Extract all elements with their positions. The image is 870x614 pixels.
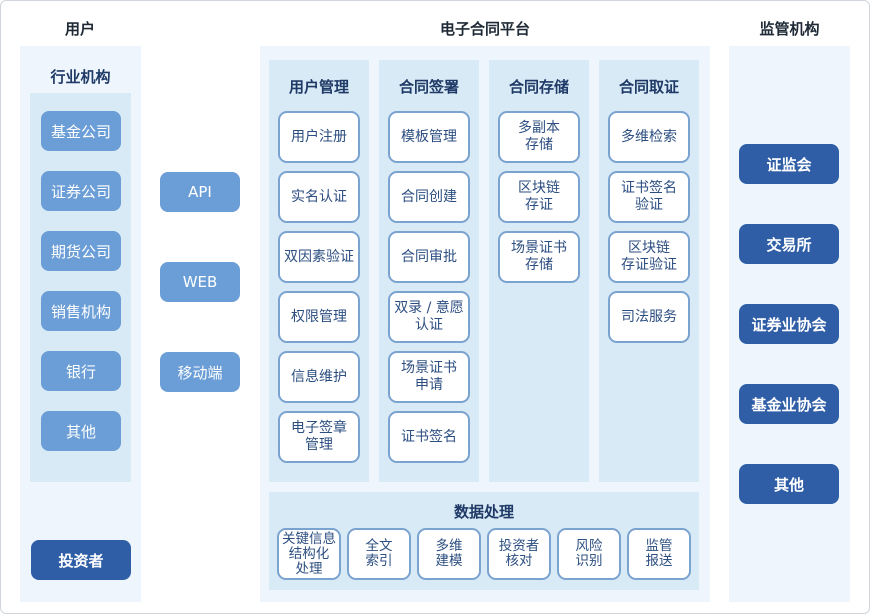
e-seal-management-card: 电子签章 管理 xyxy=(278,411,360,463)
risk-identification-card: 风险 识别 xyxy=(557,528,621,580)
key-info-structuring-card: 关键信息 结构化 处理 xyxy=(277,528,341,580)
real-name-auth-card: 实名认证 xyxy=(278,171,360,223)
institution-fund-company: 基金公司 xyxy=(41,111,121,151)
judicial-service-card: 司法服务 xyxy=(608,291,690,343)
contract-storage-title: 合同存储 xyxy=(508,78,569,96)
institution-futures-company: 期货公司 xyxy=(41,231,121,271)
investor-check-card: 投资者 核对 xyxy=(487,528,551,580)
investor-box: 投资者 xyxy=(31,540,131,580)
header-regulators: 监管机构 xyxy=(759,20,820,38)
header-platform: 电子合同平台 xyxy=(439,20,530,38)
info-maintenance-card: 信息维护 xyxy=(278,351,360,403)
industry-institutions-title: 行业机构 xyxy=(50,68,111,86)
contract-forensics-title: 合同取证 xyxy=(618,78,679,96)
scenario-cert-application-card: 场景证书 申请 xyxy=(388,351,470,403)
multi-copy-storage-card: 多副本 存储 xyxy=(498,111,580,163)
regulator-other: 其他 xyxy=(739,464,839,504)
channel-api: API xyxy=(160,172,240,212)
multi-dim-search-card: 多维检索 xyxy=(608,111,690,163)
regulator-fund-association: 基金业协会 xyxy=(739,384,839,424)
institution-securities-company: 证券公司 xyxy=(41,171,121,211)
regulator-exchange: 交易所 xyxy=(739,224,839,264)
scenario-cert-storage-card: 场景证书 存储 xyxy=(498,231,580,283)
institution-sales-agency: 销售机构 xyxy=(41,291,121,331)
two-factor-auth-card: 双因素验证 xyxy=(278,231,360,283)
blockchain-evidence-card: 区块链 存证 xyxy=(498,171,580,223)
contract-approval-card: 合同审批 xyxy=(388,231,470,283)
full-text-index-card: 全文 索引 xyxy=(347,528,411,580)
permission-management-card: 权限管理 xyxy=(278,291,360,343)
regulatory-report-card: 监管 报送 xyxy=(627,528,691,580)
user-management-title: 用户管理 xyxy=(288,78,349,96)
blockchain-evidence-verify-card: 区块链 存证验证 xyxy=(608,231,690,283)
cert-signature-verify-card: 证书签名 验证 xyxy=(608,171,690,223)
regulator-csrc: 证监会 xyxy=(739,144,839,184)
institution-other: 其他 xyxy=(41,411,121,451)
data-processing-title: 数据处理 xyxy=(453,503,514,521)
dual-recording-consent-card: 双录 / 意愿 认证 xyxy=(388,291,470,343)
channel-mobile: 移动端 xyxy=(160,352,240,392)
contract-signing-title: 合同签署 xyxy=(398,78,459,96)
user-registration-card: 用户注册 xyxy=(278,111,360,163)
institution-bank: 银行 xyxy=(41,351,121,391)
cert-signature-card: 证书签名 xyxy=(388,411,470,463)
channel-web: WEB xyxy=(160,262,240,302)
multi-dim-modeling-card: 多维 建模 xyxy=(417,528,481,580)
contract-creation-card: 合同创建 xyxy=(388,171,470,223)
template-management-card: 模板管理 xyxy=(388,111,470,163)
regulator-securities-association: 证券业协会 xyxy=(739,304,839,344)
header-users: 用户 xyxy=(64,20,95,38)
